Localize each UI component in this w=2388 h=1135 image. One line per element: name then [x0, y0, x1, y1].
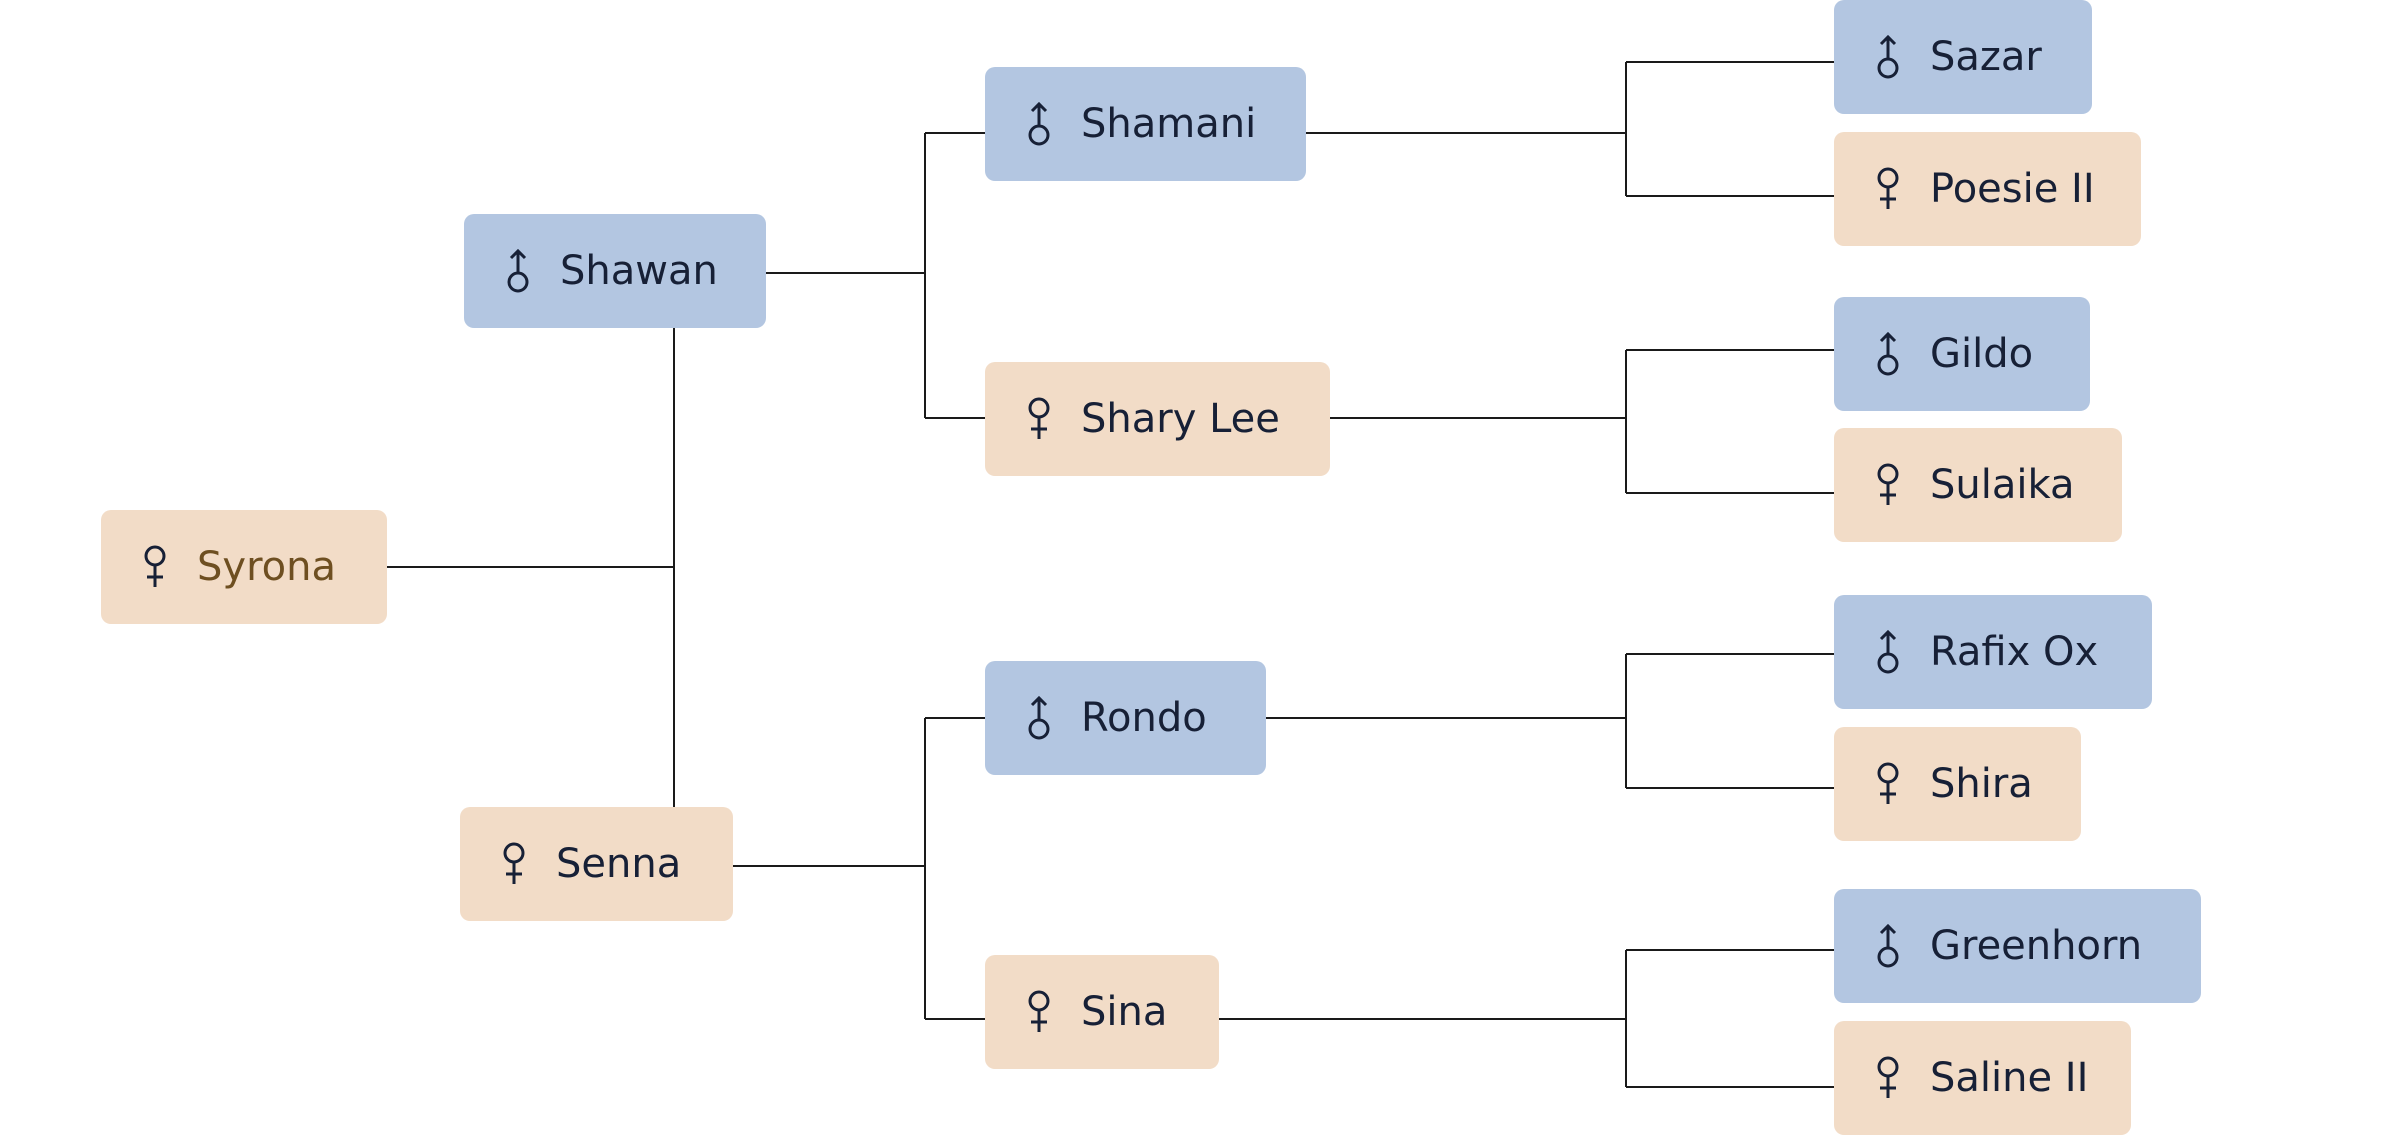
node-label: Shawan — [560, 248, 718, 294]
node-label: Rafix Ox — [1930, 629, 2099, 675]
node-label: Saline II — [1930, 1055, 2089, 1101]
node-shira[interactable]: Shira — [1834, 727, 2081, 841]
female-symbol-icon — [1028, 990, 1050, 1032]
node-label: Shira — [1930, 761, 2033, 807]
node-sina[interactable]: Sina — [985, 955, 1219, 1069]
male-symbol-icon — [1028, 101, 1050, 146]
node-label: Senna — [556, 841, 682, 887]
node-rafix-ox[interactable]: Rafix Ox — [1834, 595, 2152, 709]
node-label: Gildo — [1930, 331, 2034, 377]
female-symbol-icon — [1028, 397, 1050, 439]
node-label: Poesie II — [1930, 166, 2095, 212]
node-label: Rondo — [1081, 695, 1207, 741]
node-saline-ii[interactable]: Saline II — [1834, 1021, 2131, 1135]
node-sazar[interactable]: Sazar — [1834, 0, 2092, 114]
node-gildo[interactable]: Gildo — [1834, 297, 2090, 411]
male-symbol-icon — [1877, 923, 1899, 968]
node-label: Shary Lee — [1081, 396, 1280, 442]
female-symbol-icon — [1877, 762, 1899, 804]
node-shawan[interactable]: Shawan — [464, 214, 766, 328]
male-symbol-icon — [1877, 331, 1899, 376]
node-label: Sulaika — [1930, 462, 2075, 508]
node-label: Syrona — [197, 544, 336, 590]
node-poesie-ii[interactable]: Poesie II — [1834, 132, 2141, 246]
female-symbol-icon — [1877, 1056, 1899, 1098]
female-symbol-icon — [1877, 463, 1899, 505]
node-sulaika[interactable]: Sulaika — [1834, 428, 2122, 542]
node-label: Sazar — [1930, 34, 2042, 80]
node-syrona[interactable]: Syrona — [101, 510, 387, 624]
male-symbol-icon — [1028, 695, 1050, 740]
node-rondo[interactable]: Rondo — [985, 661, 1266, 775]
node-label: Sina — [1081, 989, 1168, 1035]
node-senna[interactable]: Senna — [460, 807, 733, 921]
female-symbol-icon — [144, 545, 166, 587]
male-symbol-icon — [1877, 629, 1899, 674]
node-label: Shamani — [1081, 101, 1257, 147]
male-symbol-icon — [1877, 34, 1899, 79]
node-label: Greenhorn — [1930, 923, 2143, 969]
male-symbol-icon — [507, 248, 529, 293]
node-greenhorn[interactable]: Greenhorn — [1834, 889, 2201, 1003]
node-shamani[interactable]: Shamani — [985, 67, 1306, 181]
female-symbol-icon — [503, 842, 525, 884]
node-shary-lee[interactable]: Shary Lee — [985, 362, 1330, 476]
female-symbol-icon — [1877, 167, 1899, 209]
